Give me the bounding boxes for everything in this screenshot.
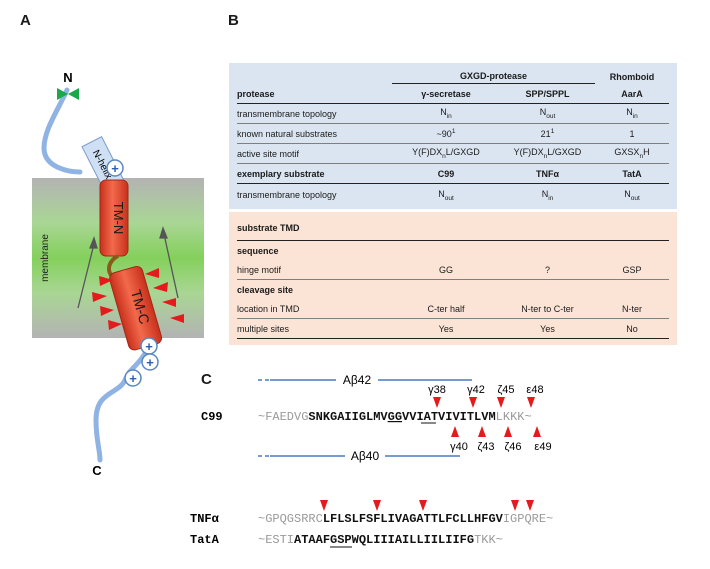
site-label: γ40: [450, 441, 468, 453]
panel-a-diagram: membrane N C N-helix TM-N TM-C: [32, 70, 204, 478]
n-linker: [41, 87, 83, 175]
table-row: transmembrane topology Nin Nout Nin: [237, 104, 669, 124]
site-label: ζ46: [504, 441, 521, 453]
table-row: hinge motif GG ? GSP: [237, 260, 669, 280]
group-rhomboid: Rhomboid: [609, 72, 655, 82]
tata-sequence: ~ESTIATAAFGSPWQLIIIAILLIILIIFGTKK~: [258, 533, 503, 547]
site-label: ε48: [526, 384, 543, 396]
c-linker: [93, 342, 153, 463]
n-terminus-label: N: [63, 70, 72, 85]
site-label: ζ45: [497, 384, 514, 396]
svg-text:+: +: [111, 161, 119, 176]
comparison-table: GXGD-protease Rhomboid protease γ-secret…: [229, 63, 677, 345]
panel-c-sequences: Aβ42 γ38 γ42 ζ45 ε48 C99 ~FAEDVGSNKGAIIG…: [190, 373, 553, 548]
membrane-arrows: [77, 226, 179, 309]
cleavage-arrows-right: [145, 268, 184, 323]
table-header-row: protease γ-secretase SPP/SPPL AarA: [237, 84, 669, 104]
site-label: γ38: [428, 384, 446, 396]
top-site-arrows: [433, 397, 535, 408]
abeta40-label: Aβ40: [351, 449, 380, 463]
tnfa-sequence: ~GPQGSRRCLFLSLFSFLIVAGATTLFCLLHFGVIGPQRE…: [258, 512, 553, 526]
panel-label-b: B: [228, 12, 239, 29]
bottom-site-labels: γ40 ζ43 ζ46 ε49: [450, 441, 551, 453]
table-row: transmembrane topology Nout Nin Nout: [237, 188, 640, 202]
svg-text:+: +: [146, 355, 154, 370]
site-label: ζ43: [477, 441, 494, 453]
site-label: γ42: [467, 384, 485, 396]
svg-text:+: +: [129, 371, 137, 386]
n-terminus-marker-right: [68, 88, 79, 100]
svg-text:+: +: [145, 339, 153, 354]
tnfa-name: TNFα: [190, 512, 220, 526]
table-group-header: GXGD-protease Rhomboid: [237, 67, 669, 84]
table-row: location in TMD C-ter half N-ter to C-te…: [237, 299, 669, 319]
table-row: active site motif Y(F)DXnL/GXGD Y(F)DXnL…: [237, 144, 669, 164]
top-site-labels: γ38 γ42 ζ45 ε48: [428, 384, 543, 396]
tm-n-helix: TM-N: [99, 179, 129, 257]
group-gxgd-protease: GXGD-protease: [392, 71, 595, 84]
table-substrate-section: substrate TMD sequence hinge motif GG ? …: [229, 212, 677, 345]
tnfa-site-arrows: [320, 500, 534, 511]
table-protease-section: GXGD-protease Rhomboid protease γ-secret…: [229, 63, 677, 209]
panel-label-c: C: [201, 371, 212, 388]
panel-label-a: A: [20, 12, 31, 29]
tata-name: TatA: [190, 533, 220, 547]
site-label: ε49: [534, 441, 551, 453]
c99-sequence: ~FAEDVGSNKGAIIGLMVGGVVIATVIVITLVMLKKK~: [258, 410, 532, 424]
cleavage-arrows-left: [92, 276, 122, 330]
c99-name: C99: [201, 410, 223, 424]
tm-c-helix: TM-C: [109, 265, 163, 351]
table-row: multiple sites Yes Yes No: [237, 319, 669, 339]
table-row: known natural substrates ~901 211 1: [237, 124, 669, 144]
substrate-tmd-heading: substrate TMD: [237, 216, 669, 241]
charge-plus-icons: + + + +: [106, 159, 159, 387]
abeta42-label: Aβ42: [343, 373, 372, 387]
table-exemplary-row: exemplary substrate C99 TNFα TatA: [237, 164, 669, 184]
c-terminus-label: C: [92, 463, 102, 478]
n-terminus-marker-left: [57, 88, 68, 100]
cleavage-site-heading: cleavage site: [237, 284, 294, 295]
svg-text:TM-N: TM-N: [111, 202, 126, 235]
membrane-label: membrane: [40, 234, 51, 282]
sequence-heading: sequence: [237, 245, 279, 256]
bottom-site-arrows: [451, 426, 541, 437]
